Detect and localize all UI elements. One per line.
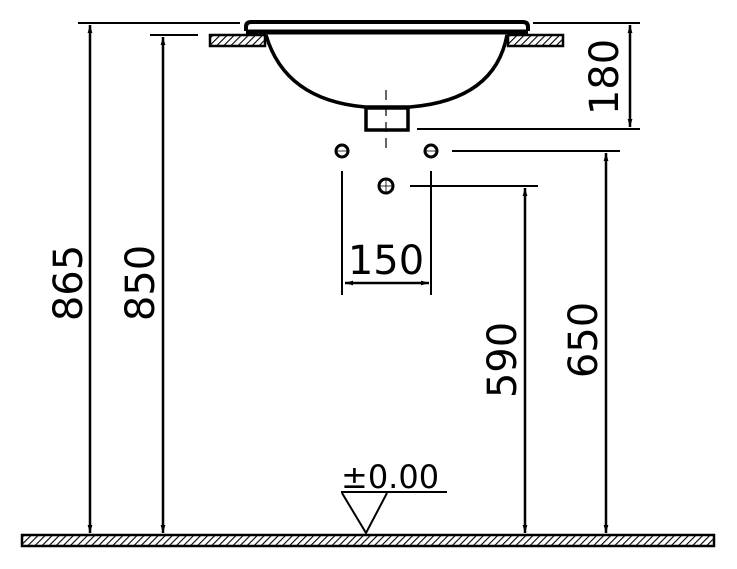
- countertop: [208, 33, 565, 48]
- level-triangle-icon: [341, 492, 388, 536]
- dim-label-150: 150: [348, 238, 424, 284]
- washbasin: [244, 20, 530, 148]
- dim-label-650: 650: [561, 302, 607, 378]
- extension-lines: [78, 22, 640, 295]
- floor: [20, 533, 716, 548]
- dim-label-850: 850: [118, 245, 164, 321]
- dim-label-180: 180: [582, 39, 628, 115]
- dim-label-590: 590: [480, 322, 526, 398]
- floor-level-label: ±0.00: [341, 458, 439, 496]
- dim-label-865: 865: [46, 245, 92, 321]
- floor-level-marker: ±0.00: [341, 458, 447, 536]
